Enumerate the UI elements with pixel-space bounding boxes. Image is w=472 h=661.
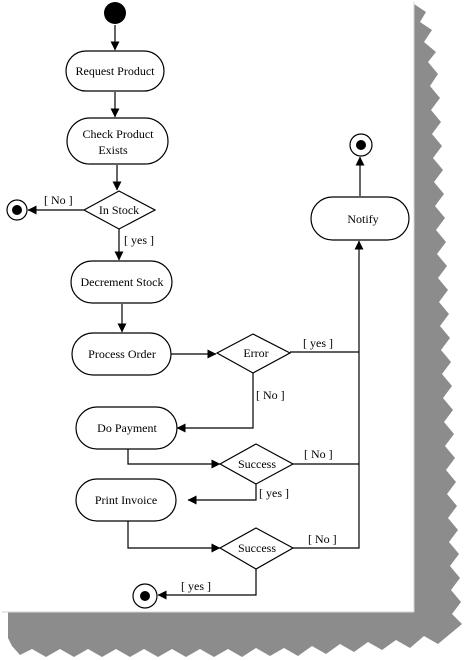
label-success-payment-no: [ No ]	[304, 447, 333, 461]
label-success-invoice-no: [ No ]	[308, 532, 337, 546]
label-in-stock-yes: [ yes ]	[124, 233, 154, 247]
decision-success-invoice-label: Success	[238, 541, 276, 555]
action-notify-label: Notify	[347, 212, 378, 226]
action-check-product-exists: Check Product Exists	[66, 117, 169, 165]
action-decrement-stock: Decrement Stock	[70, 260, 173, 304]
edge-success1-yes-to-invoice	[187, 484, 257, 505]
action-do-payment-label: Do Payment	[97, 421, 157, 435]
label-success-payment-yes: [ yes ]	[259, 486, 289, 500]
decision-error-label: Error	[243, 346, 268, 360]
decision-success-payment-label: Success	[238, 457, 276, 471]
decision-in-stock: In Stock	[82, 190, 157, 230]
label-success-invoice-yes: [ yes ]	[181, 579, 211, 593]
final-node-notify	[349, 133, 373, 157]
action-print-invoice-label: Print Invoice	[95, 493, 157, 507]
edge-success2-yes-to-end	[157, 569, 257, 600]
edge-payment-to-success1	[127, 449, 221, 469]
action-decrement-stock-label: Decrement Stock	[81, 275, 164, 289]
edge-success2-no	[293, 520, 360, 549]
edge-invoice-to-success2	[127, 521, 221, 553]
action-check-product-label-line2: Exists	[98, 143, 128, 157]
action-check-product-label-line1: Check Product	[83, 127, 155, 141]
label-in-stock-no: [ No ]	[44, 193, 73, 207]
label-error-yes: [ yes ]	[303, 336, 333, 350]
decision-success-invoice: Success	[218, 527, 295, 570]
edges	[27, 25, 365, 600]
action-print-invoice: Print Invoice	[75, 478, 177, 522]
action-do-payment: Do Payment	[75, 406, 178, 450]
page-shadow	[2, 2, 462, 657]
decision-error: Error	[215, 333, 292, 374]
edge-error-no-to-payment	[176, 373, 254, 433]
decision-in-stock-label: In Stock	[99, 203, 139, 217]
final-node-complete	[132, 583, 158, 609]
action-process-order-label: Process Order	[88, 347, 156, 361]
action-request-product-label: Request Product	[76, 64, 156, 78]
initial-node	[104, 2, 126, 24]
decision-success-payment: Success	[218, 443, 295, 485]
action-notify: Notify	[310, 196, 410, 241]
final-node-out-of-stock	[6, 199, 28, 221]
label-error-no: [ No ]	[256, 388, 285, 402]
action-process-order: Process Order	[71, 332, 172, 376]
action-request-product: Request Product	[65, 50, 165, 92]
